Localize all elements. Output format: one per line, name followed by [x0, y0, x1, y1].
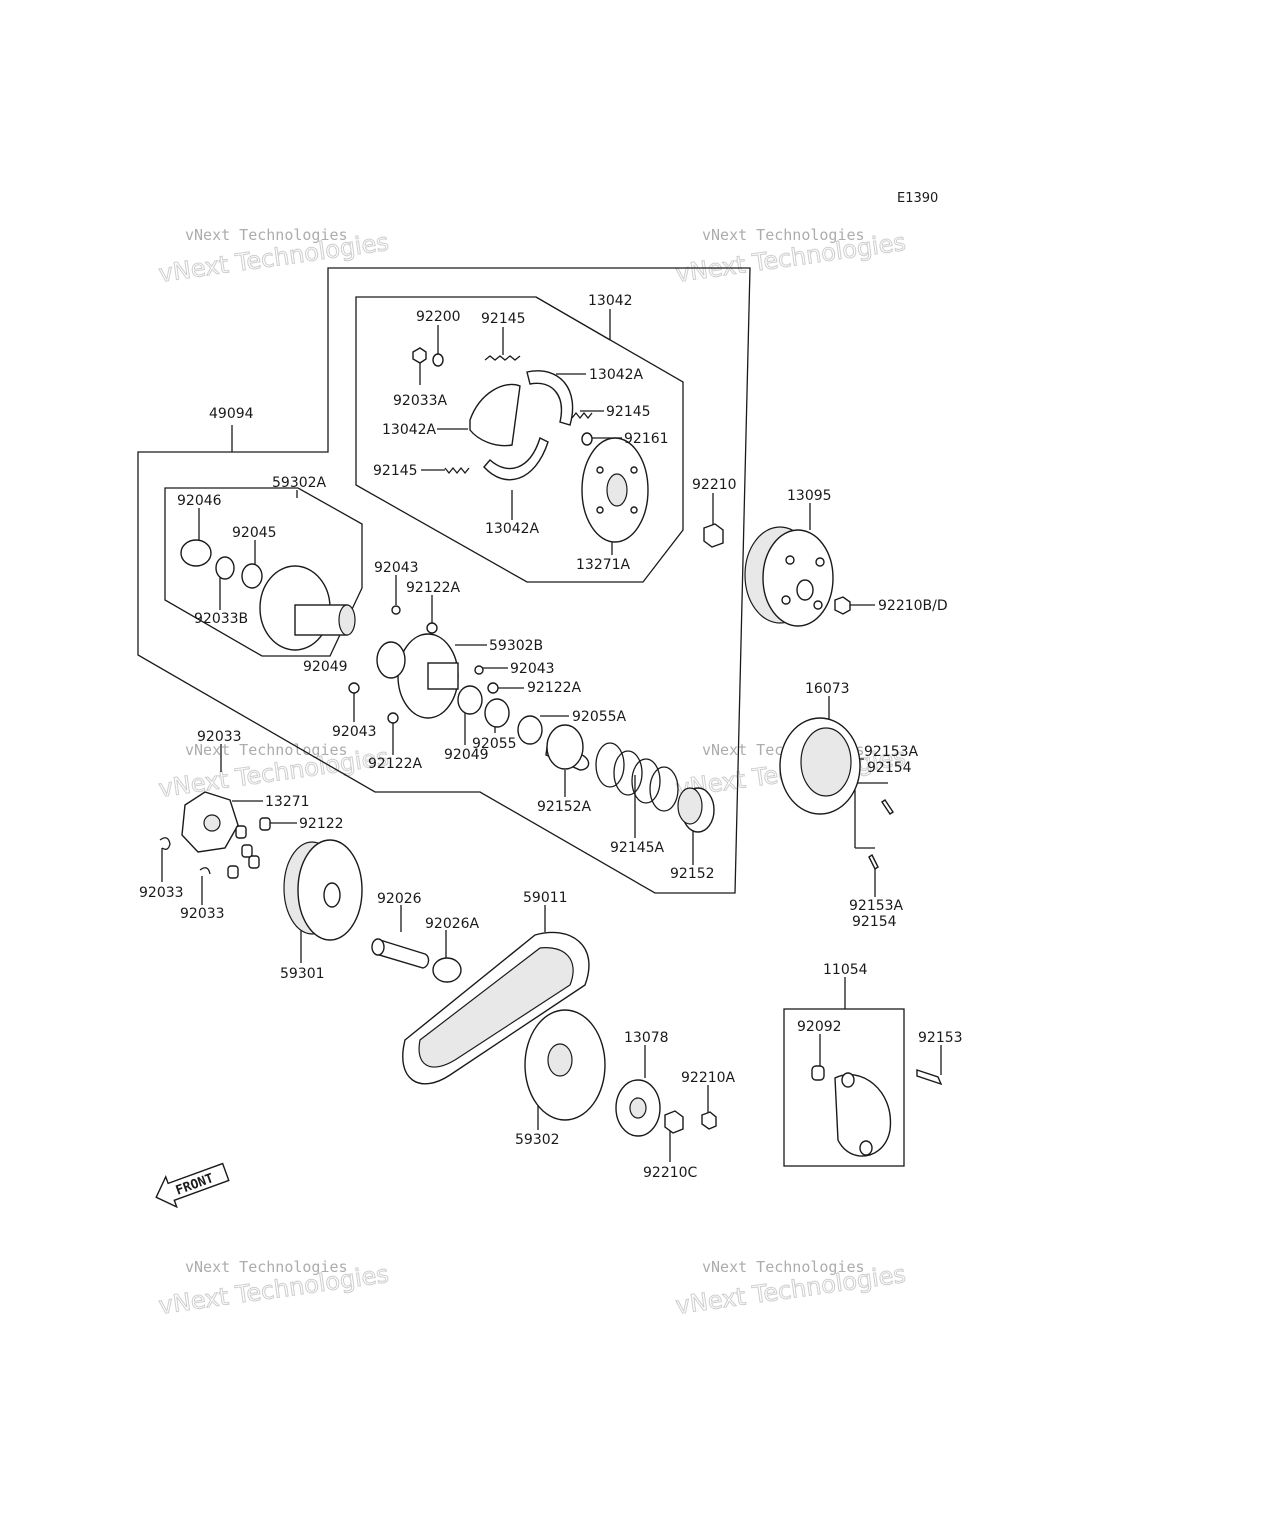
- part-label: 92049: [303, 659, 348, 675]
- bracket-11054: [834, 1073, 892, 1157]
- part-label: 59011: [523, 890, 568, 906]
- part-label: 92210B/D: [878, 598, 948, 614]
- part-label: 92122A: [368, 756, 423, 772]
- collar-92026: [375, 939, 430, 969]
- part-label: 92210: [692, 477, 737, 493]
- svg-text:vNext Technologies: vNext Technologies: [185, 226, 348, 244]
- part-label: 13078: [624, 1030, 669, 1046]
- part-label: 92033: [180, 906, 225, 922]
- ring-92033B: [215, 556, 235, 580]
- part-label: 92122A: [527, 680, 582, 696]
- spring-92145-lower: [444, 466, 470, 475]
- watermark-6: vNext Technologies vNext Technologies: [673, 1258, 908, 1320]
- clutch-shoe-upper-right: [526, 370, 574, 426]
- collar-92026A: [432, 957, 462, 983]
- part-label: 13095: [787, 488, 832, 504]
- clutch-drum: [762, 529, 834, 627]
- assembly-outline-11054: [783, 1008, 905, 1167]
- part-label: 92161: [624, 431, 669, 447]
- part-label: 92043: [374, 560, 419, 576]
- bearing-92045: [241, 563, 263, 589]
- part-label: 92210C: [643, 1165, 698, 1181]
- seal-92049-left: [376, 641, 406, 679]
- part-label: 59301: [280, 966, 325, 982]
- part-label: 92145: [373, 463, 418, 479]
- part-label: 92152: [670, 866, 715, 882]
- part-label: 92153: [918, 1030, 963, 1046]
- part-label: 92055: [472, 736, 517, 752]
- part-label: 92152A: [537, 799, 592, 815]
- part-label: 13271: [265, 794, 310, 810]
- part-label: 59302A: [272, 475, 327, 491]
- part-label: 92046: [177, 493, 222, 509]
- part-labels: 13042 92200 92145 13042A 92033A 92145 13…: [139, 293, 963, 1181]
- part-label: 92049: [444, 747, 489, 763]
- bearing-92046: [180, 539, 212, 567]
- part-label: 13271A: [576, 557, 631, 573]
- svg-text:vNext Technologies: vNext Technologies: [702, 1258, 865, 1276]
- part-label: 92122: [299, 816, 344, 832]
- part-label: 11054: [823, 962, 868, 978]
- part-label: 92033: [139, 885, 184, 901]
- nut-92210: [703, 523, 724, 548]
- part-label: 49094: [209, 406, 254, 422]
- seal-92049-right: [457, 685, 483, 715]
- part-label: 92210A: [681, 1070, 736, 1086]
- part-label: 13042A: [485, 521, 540, 537]
- part-label: 92145: [481, 311, 526, 327]
- part-label: 92145A: [610, 840, 665, 856]
- svg-text:vNext Technologies: vNext Technologies: [185, 1258, 348, 1276]
- watermark-1: vNext Technologies vNext Technologies: [156, 226, 391, 288]
- part-label: 92153A: [864, 744, 919, 760]
- part-label: 92033: [197, 729, 242, 745]
- oring-92055A: [517, 715, 543, 745]
- part-label: 59302: [515, 1132, 560, 1148]
- watermark-2: vNext Technologies vNext Technologies: [673, 226, 908, 288]
- part-label: 92122A: [406, 580, 461, 596]
- part-drawings: [159, 347, 943, 1157]
- spring-92145-mid: [571, 411, 593, 420]
- part-label: 92153A: [849, 898, 904, 914]
- spring-92145-top: [484, 355, 521, 361]
- nut-92210C: [664, 1110, 684, 1134]
- part-label: 13042A: [589, 367, 644, 383]
- part-label: 16073: [805, 681, 850, 697]
- part-label: 92154: [852, 914, 897, 930]
- part-label: 92055A: [572, 709, 627, 725]
- part-label: 92154: [867, 760, 912, 776]
- part-label: 92045: [232, 525, 277, 541]
- oring-92055: [484, 698, 510, 728]
- diagram-code: E1390: [897, 191, 938, 206]
- part-label: 92043: [510, 661, 555, 677]
- svg-text:vNext Technologies: vNext Technologies: [702, 226, 865, 244]
- part-label: 59302B: [489, 638, 543, 654]
- part-label: 92026: [377, 891, 422, 907]
- clutch-shoe-upper-left: [469, 383, 521, 447]
- part-label: 92200: [416, 309, 461, 325]
- watermark-5: vNext Technologies vNext Technologies: [156, 1258, 391, 1320]
- front-arrow: FRONT: [155, 1162, 230, 1209]
- part-label: 92145: [606, 404, 651, 420]
- assembly-outline-49094: [137, 267, 751, 894]
- part-label: 92033A: [393, 393, 448, 409]
- part-label: 92092: [797, 1019, 842, 1035]
- part-label: 92033B: [194, 611, 248, 627]
- part-label: 13042: [588, 293, 633, 309]
- nut-92210A: [701, 1111, 717, 1130]
- part-label: 13042A: [382, 422, 437, 438]
- nut-92210BD: [834, 596, 851, 615]
- part-label: 92026A: [425, 916, 480, 932]
- svg-text:vNext Technologies: vNext Technologies: [185, 741, 348, 759]
- spring-92145A: [595, 742, 679, 812]
- clutch-shoe-lower: [483, 437, 549, 481]
- part-label: 92043: [332, 724, 377, 740]
